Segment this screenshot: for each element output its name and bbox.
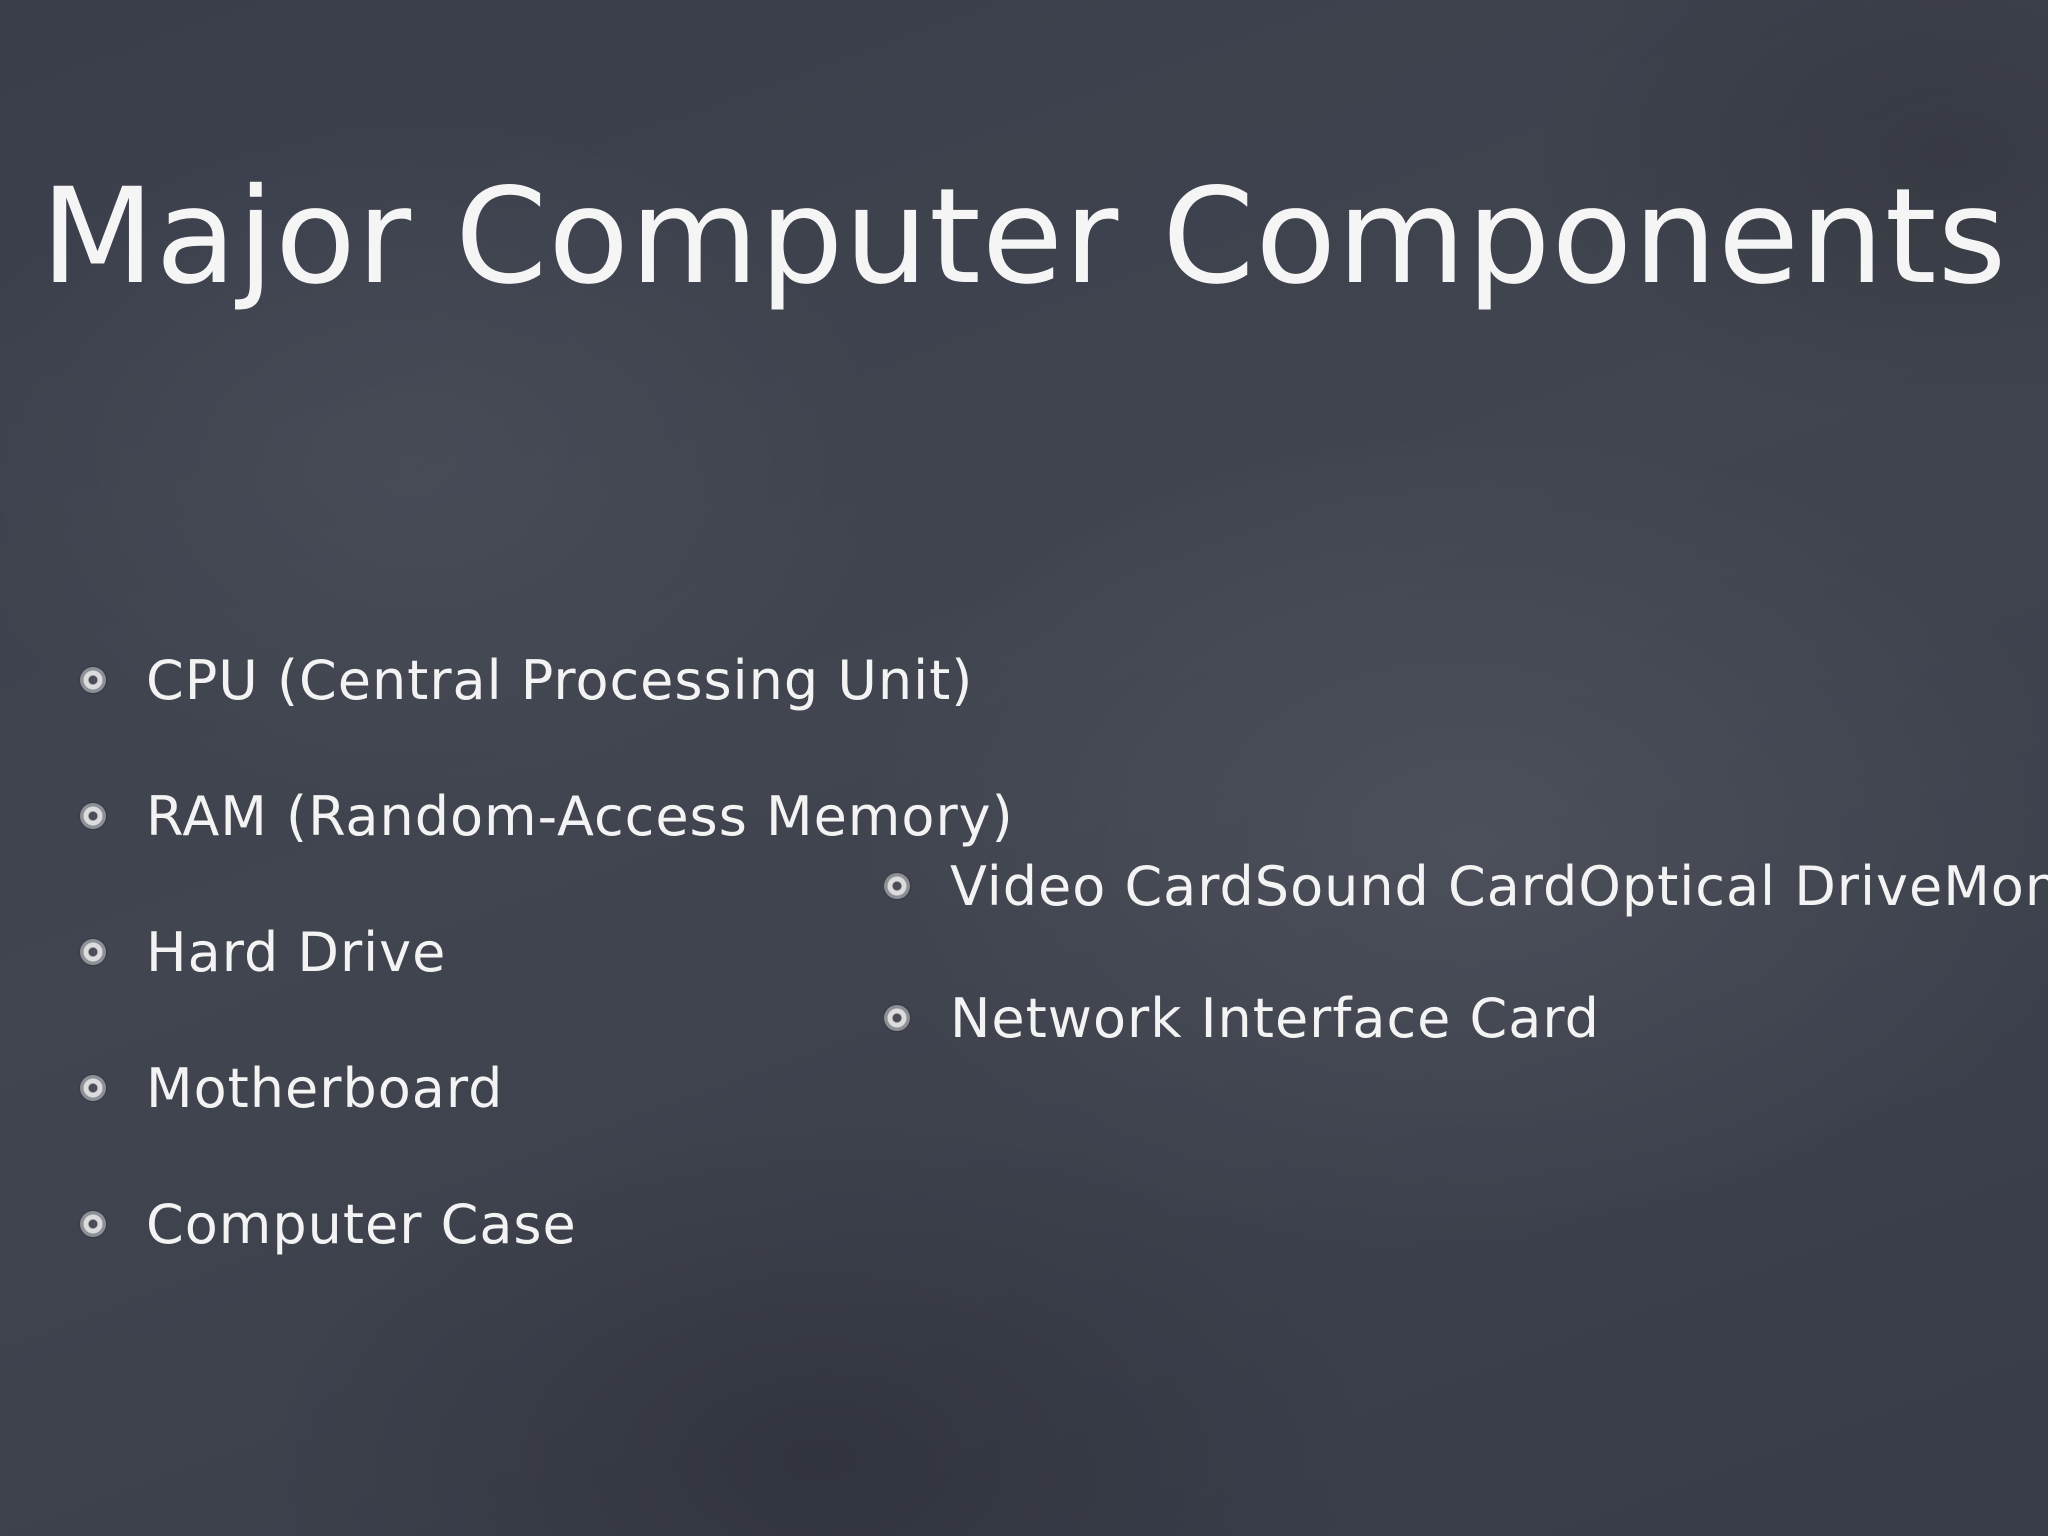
list-item: Video CardSound CardOptical DriveMonitor xyxy=(884,820,2048,952)
swirl-bullet-icon xyxy=(884,873,910,899)
list-item: Network Interface Card xyxy=(884,952,2048,1084)
list-item-label: Network Interface Card xyxy=(950,986,1600,1050)
list-item: RAM (Random-Access Memory) xyxy=(80,748,1014,884)
swirl-bullet-icon xyxy=(884,1005,910,1031)
list-item-label: Computer Case xyxy=(146,1192,577,1256)
list-item: Motherboard xyxy=(80,1020,1014,1156)
swirl-bullet-icon xyxy=(80,667,106,693)
list-item-label: CPU (Central Processing Unit) xyxy=(146,648,974,712)
list-item-label: Video CardSound CardOptical DriveMonitor xyxy=(950,854,2048,918)
bullet-list-right: Video CardSound CardOptical DriveMonitor… xyxy=(884,820,2048,1084)
swirl-bullet-icon xyxy=(80,1075,106,1101)
list-item: Hard Drive xyxy=(80,884,1014,1020)
swirl-bullet-icon xyxy=(80,939,106,965)
list-item-label: Motherboard xyxy=(146,1056,504,1120)
slide-title: Major Computer Components xyxy=(40,160,2008,314)
list-item-label: Hard Drive xyxy=(146,920,447,984)
list-item-label: RAM (Random-Access Memory) xyxy=(146,784,1014,848)
bullet-list-left: CPU (Central Processing Unit) RAM (Rando… xyxy=(80,612,1014,1292)
list-item: Computer Case xyxy=(80,1156,1014,1292)
list-item: CPU (Central Processing Unit) xyxy=(80,612,1014,748)
swirl-bullet-icon xyxy=(80,803,106,829)
swirl-bullet-icon xyxy=(80,1211,106,1237)
